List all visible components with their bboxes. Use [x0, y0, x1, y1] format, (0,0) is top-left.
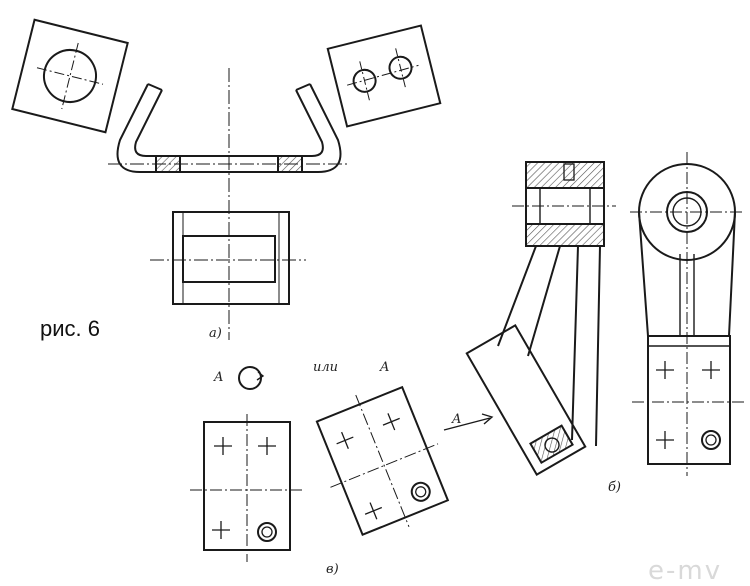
tilted-plate — [315, 385, 450, 537]
left-tilted-plate — [11, 18, 129, 134]
label-v: в) — [326, 562, 339, 577]
figure-a-bent-bracket — [11, 18, 442, 340]
label-view-A-right: A — [380, 360, 390, 375]
label-view-A-left: A — [214, 370, 224, 385]
label-or: или — [313, 360, 339, 375]
view-arrow-A — [443, 417, 491, 431]
rotation-symbol — [238, 366, 262, 390]
figure-b-lever — [465, 152, 744, 476]
label-a: а) — [209, 326, 222, 341]
plan-outer-frame — [172, 211, 290, 305]
figure-v-views — [190, 366, 494, 562]
label-b: б) — [608, 480, 622, 495]
right-tilted-plate — [326, 24, 442, 128]
watermark: e-mv — [648, 556, 723, 586]
bent-strip-outer — [116, 83, 342, 173]
screw-head-v1 — [257, 522, 277, 542]
lever-arm — [497, 245, 601, 447]
lever-pad — [465, 324, 587, 476]
figure-caption: рис. 6 — [40, 316, 100, 341]
label-arrow-A: A — [452, 412, 462, 427]
side-pad — [647, 335, 731, 465]
